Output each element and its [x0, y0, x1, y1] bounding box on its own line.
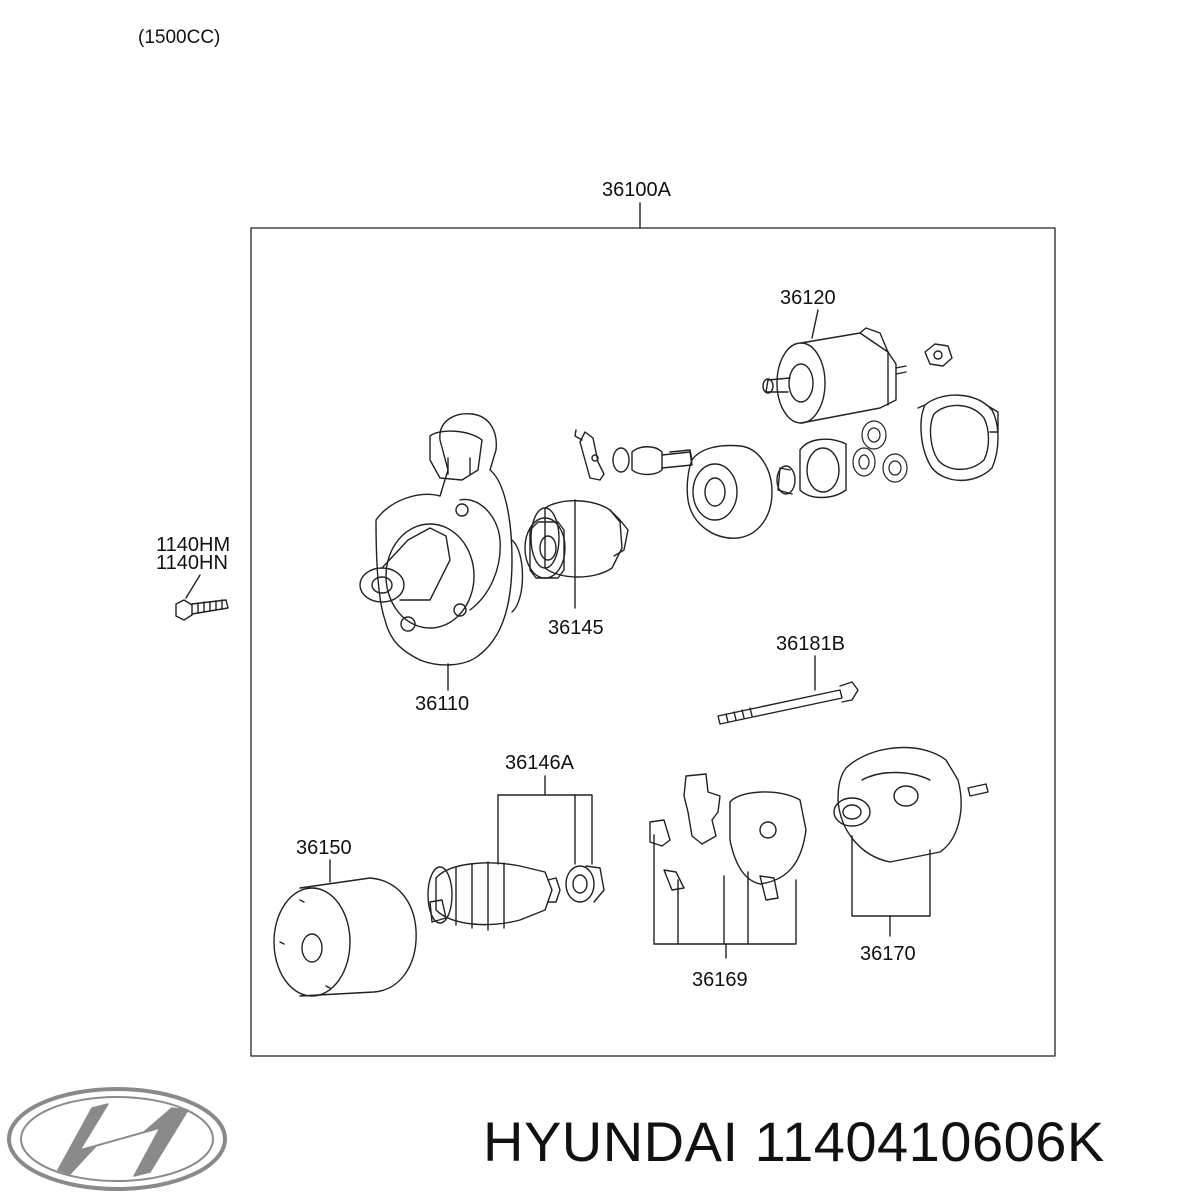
- rear-bracket-part-number: 36170: [860, 943, 916, 965]
- front-bracket-part-number: 36110: [415, 693, 470, 715]
- rear-bracket-part: [833, 746, 989, 937]
- pinion-part-number: 36145: [548, 617, 604, 639]
- mounting-bolt-part: [175, 574, 229, 621]
- assembly-part-number: 36100A: [602, 179, 671, 201]
- solenoid-part-number: 36120: [780, 287, 836, 309]
- planetary-gear-set: [776, 420, 908, 499]
- brush-holder-part-number: 36169: [692, 969, 748, 991]
- through-bolt-part-number: 36181B: [776, 633, 845, 655]
- brush-holder-part: [649, 773, 807, 959]
- small-components: [574, 429, 693, 481]
- bolt-part-number-a: 1140HM: [156, 534, 231, 556]
- brand-part-caption: HYUNDAI 1140410606K: [483, 1112, 1105, 1172]
- yoke-part-number: 36150: [296, 837, 352, 859]
- yoke-part: [273, 859, 417, 997]
- bolt-part-number-b: 1140HN: [156, 552, 228, 574]
- internal-gear-part: [669, 444, 773, 539]
- front-bracket-part: [359, 413, 524, 691]
- through-bolt-part: [717, 655, 859, 725]
- brand-name: HYUNDAI: [483, 1110, 739, 1173]
- pinion-clutch-part: [524, 499, 629, 609]
- assembly-frame: [250, 202, 1056, 1057]
- ring-part: [917, 394, 999, 481]
- hyundai-logo-icon: [7, 1087, 227, 1191]
- solenoid-part: [762, 309, 953, 424]
- engine-variant-label: (1500CC): [138, 27, 221, 48]
- armature-part-number: 36146A: [505, 752, 574, 774]
- armature-part: [427, 775, 605, 931]
- brand-part-number: 1140410606K: [754, 1110, 1105, 1173]
